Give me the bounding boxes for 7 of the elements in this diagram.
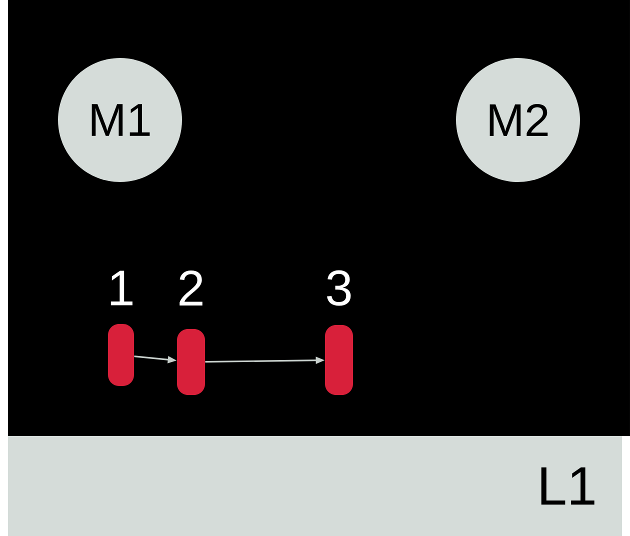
cell-number: 2 (180, 270, 202, 306)
cell-number: 1 (110, 270, 132, 306)
label-band: L1 (8, 436, 622, 536)
cell-number: 3 (327, 270, 351, 306)
cell (108, 324, 134, 386)
cell (325, 325, 353, 395)
cell (177, 329, 205, 395)
